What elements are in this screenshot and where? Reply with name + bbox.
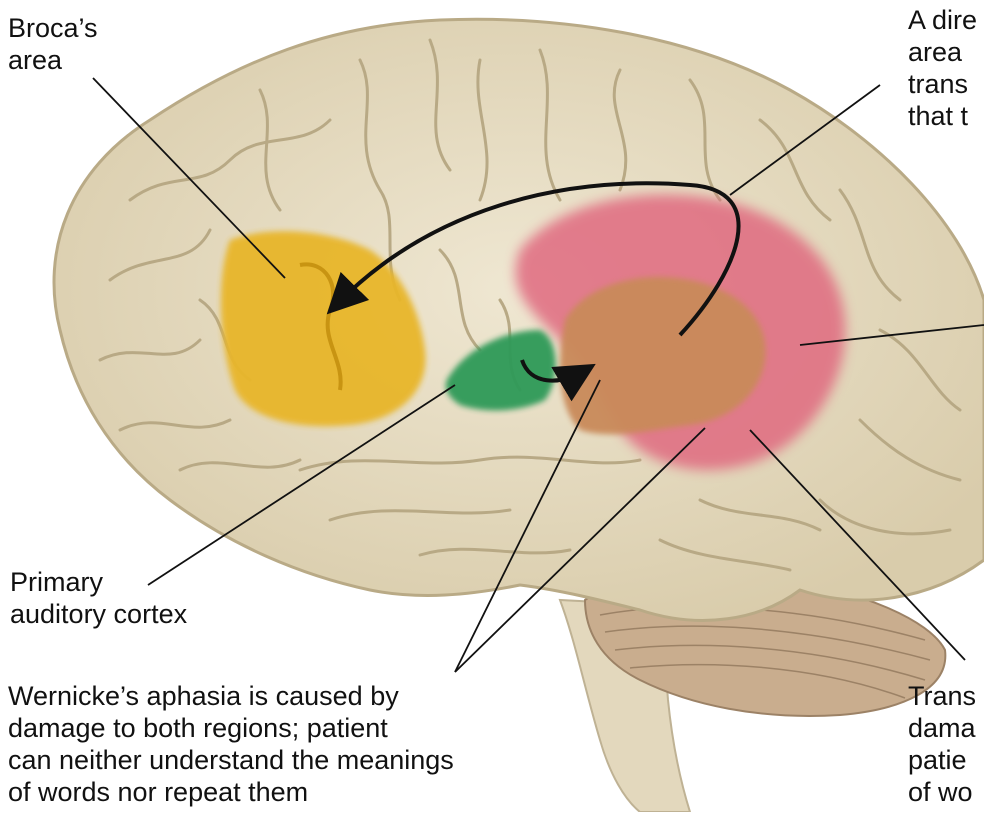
label-transcortical-description: Trans dama patie of wo xyxy=(908,680,976,808)
label-wernicke-aphasia: Wernicke’s aphasia is caused by damage t… xyxy=(8,680,454,808)
label-primary-auditory-cortex: Primary auditory cortex xyxy=(10,566,187,630)
label-broca-area: Broca’s area xyxy=(8,12,98,76)
label-arcuate-description: A dire area trans that t xyxy=(908,4,977,132)
